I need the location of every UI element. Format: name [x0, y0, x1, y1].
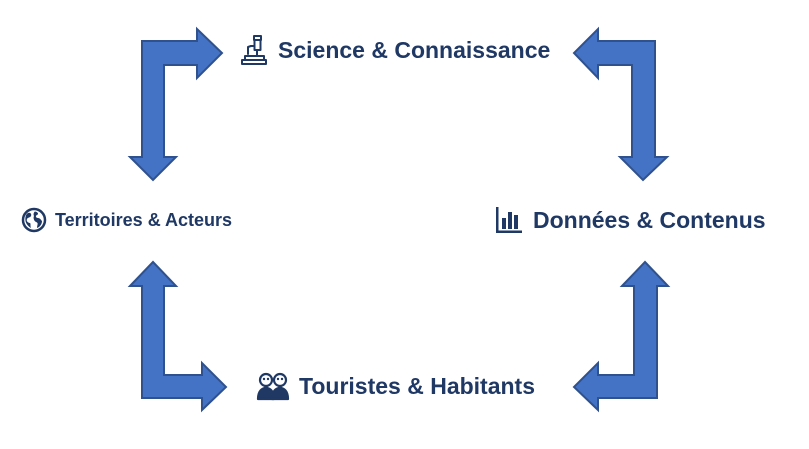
people-icon: [256, 372, 290, 401]
bar-chart-icon: [496, 207, 522, 233]
arrow-science-donnees: [572, 26, 670, 182]
arrow-territoires-touristes: [127, 260, 228, 413]
node-donnees-contenus: Données & Contenus: [494, 200, 766, 240]
node-label: Science & Connaissance: [278, 36, 551, 63]
arrow-touristes-donnees: [572, 260, 671, 413]
node-touristes-habitants: Touristes & Habitants: [256, 366, 535, 406]
node-science-connaissance: Science & Connaissance: [240, 30, 550, 70]
globe-icon: [21, 207, 47, 233]
microscope-icon: [241, 35, 267, 65]
node-label: Territoires & Acteurs: [55, 209, 233, 230]
arrow-territoires-science: [127, 26, 224, 182]
node-territoires-acteurs: Territoires & Acteurs: [21, 204, 232, 236]
node-label: Touristes & Habitants: [299, 372, 535, 399]
node-label: Données & Contenus: [533, 206, 766, 233]
